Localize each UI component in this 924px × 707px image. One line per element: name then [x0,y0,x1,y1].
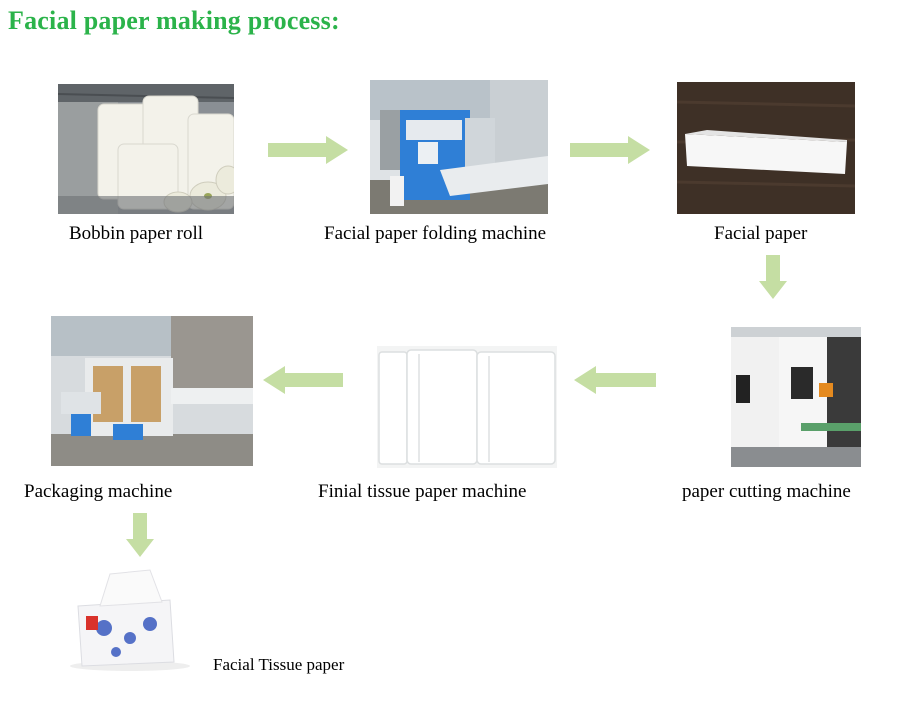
step-label-tissue-pack: Facial Tissue paper [213,655,345,674]
arrow-left-icon [574,366,656,394]
arrow-right-icon [570,136,650,164]
tissue-pack-photo [50,566,200,674]
arrow-down-icon [126,513,154,557]
packaging-machine-photo [51,316,253,466]
arrow-left-icon [263,366,343,394]
step-label-cutting-machine: paper cutting machine [682,481,851,502]
step-label-facial-paper: Facial paper [714,223,808,244]
step-label-folding-machine: Facial paper folding machine [324,223,547,244]
arrow-right-icon [268,136,348,164]
bobbin-paper-roll-photo [58,84,234,214]
cutting-machine-photo [731,327,861,467]
finished-tissue-photo [377,346,557,468]
step-label-packaging-machine: Packaging machine [24,481,173,502]
facial-paper-photo [677,82,855,214]
step-label-bobbin-paper-roll: Bobbin paper roll [69,223,204,244]
arrow-down-icon [759,255,787,299]
folding-machine-photo [370,80,548,214]
step-label-finished-tissue: Finial tissue paper machine [318,481,527,502]
page-title: Facial paper making process: [8,6,340,35]
